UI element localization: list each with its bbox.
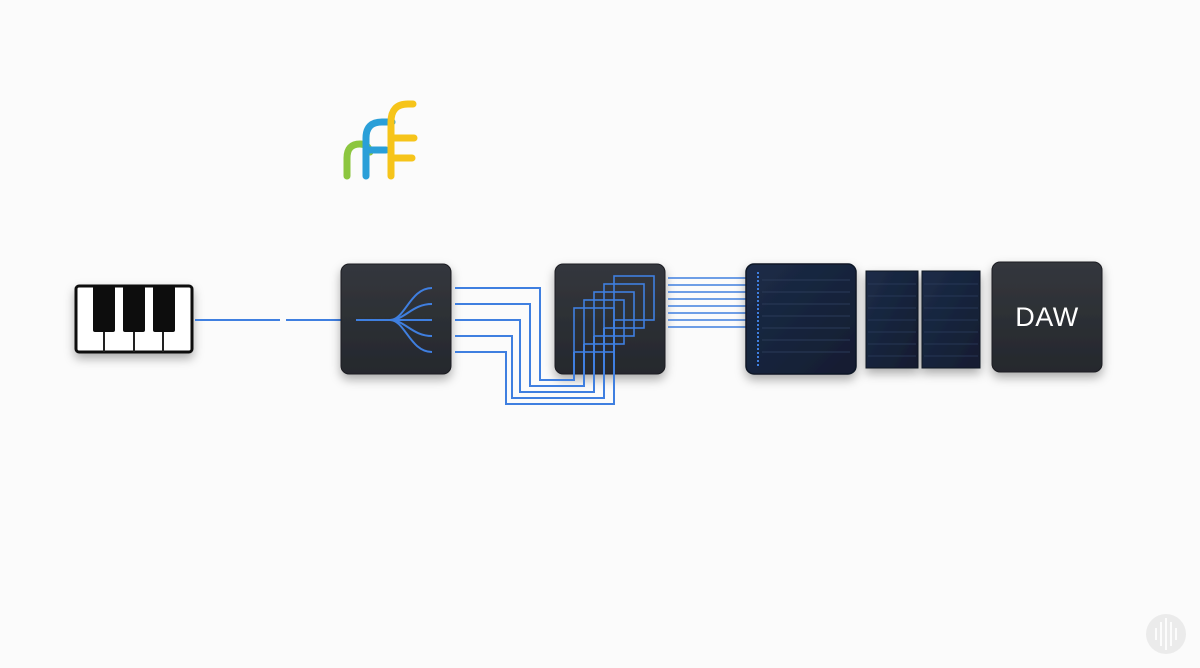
output-panels [865, 270, 981, 369]
signal-router-box [554, 263, 666, 375]
processor-box [745, 263, 857, 375]
logo-icon [343, 100, 418, 180]
split-wiring [455, 287, 615, 405]
bus-lines [668, 277, 746, 328]
signal-splitter-box [340, 263, 452, 375]
daw-box [991, 261, 1103, 373]
signal-splitter-icon [356, 287, 433, 353]
piano-keyboard-icon [74, 284, 194, 354]
watermark-icon [1146, 614, 1186, 654]
